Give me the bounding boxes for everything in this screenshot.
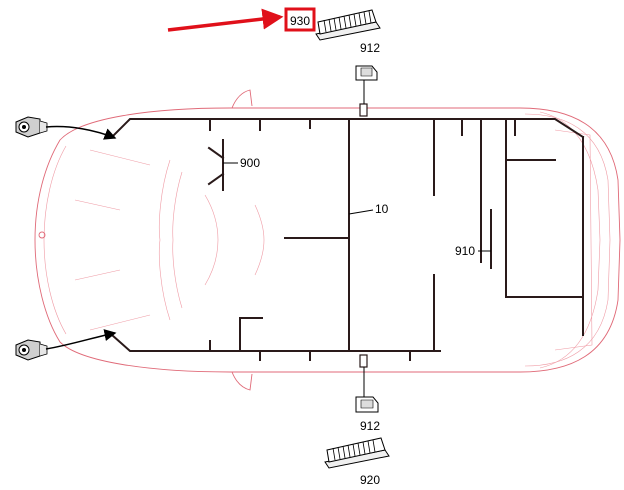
headlamp-left-front bbox=[15, 116, 48, 138]
pointer-arrow bbox=[167, 8, 284, 32]
connector-930 bbox=[315, 9, 381, 41]
car-body-outline bbox=[34, 89, 621, 391]
arrow-headlamp-bottom bbox=[45, 329, 117, 350]
connector-920 bbox=[324, 437, 390, 469]
label-10: 10 bbox=[375, 202, 389, 216]
label-900: 900 bbox=[240, 156, 260, 170]
label-912-bottom: 912 bbox=[360, 419, 380, 433]
label-910: 910 bbox=[455, 244, 475, 258]
headlamp-left-rear bbox=[15, 339, 48, 361]
label-912-top: 912 bbox=[360, 41, 380, 55]
connector-912-top bbox=[355, 65, 378, 104]
label-930: 930 bbox=[290, 14, 310, 28]
arrow-headlamp-top bbox=[45, 125, 117, 140]
connector-912-bottom bbox=[355, 367, 379, 413]
label-920: 920 bbox=[360, 473, 380, 487]
highlight-box-930 bbox=[284, 7, 316, 32]
wiring-harness bbox=[110, 103, 585, 368]
